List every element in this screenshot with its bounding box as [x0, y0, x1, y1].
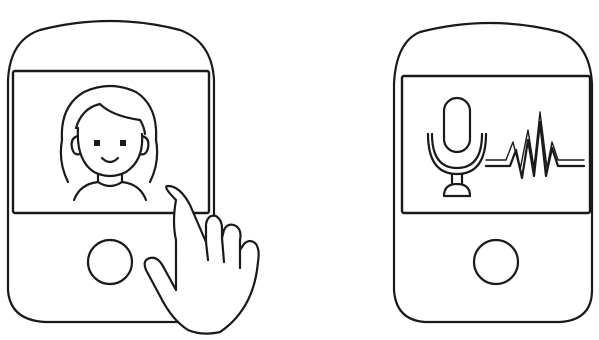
right-home-button[interactable]	[474, 240, 518, 284]
left-home-button[interactable]	[88, 240, 132, 284]
sound-wave-icon	[486, 112, 584, 178]
right-device	[394, 23, 592, 322]
microphone-icon	[428, 98, 486, 196]
girl-face-icon	[61, 86, 157, 200]
right-device-body	[394, 23, 592, 322]
right-device-screen	[402, 76, 590, 213]
tapping-hand-icon	[145, 186, 259, 334]
left-device	[8, 21, 259, 334]
